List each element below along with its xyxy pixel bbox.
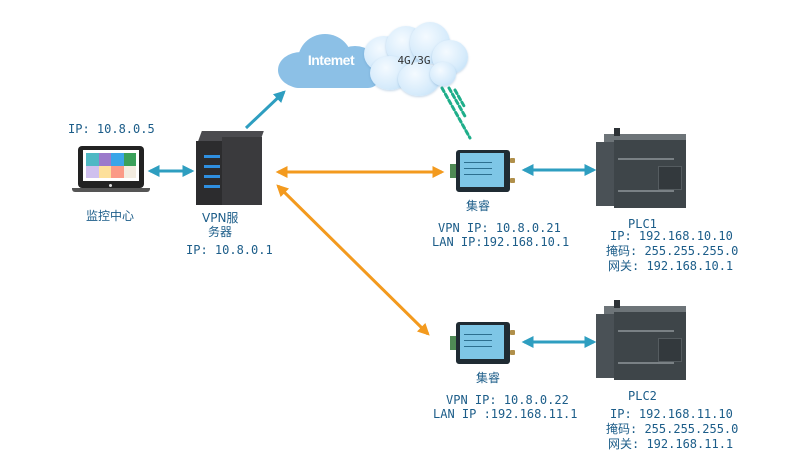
mobile-network-cloud-icon — [364, 22, 468, 96]
screen-tile — [98, 153, 111, 166]
link-server-gateway2 — [276, 184, 430, 336]
vpn-server-ip-label: IP: 10.8.0.1 — [186, 243, 273, 257]
plc1-name: PLC1 — [628, 217, 657, 231]
plc2-gateway: 网关: 192.168.11.1 — [608, 437, 734, 451]
plc-icon — [596, 300, 688, 382]
server-icon — [196, 131, 264, 205]
gateway-router-icon — [450, 148, 515, 192]
screen-tile — [123, 153, 136, 166]
link-server-internet — [244, 90, 286, 130]
screen-tile — [111, 165, 124, 178]
plc2-mask: 掩码: 255.255.255.0 — [606, 422, 739, 436]
vpn-server-name-line2: 务器 — [208, 225, 233, 239]
monitor-center-name: 监控中心 — [86, 209, 135, 223]
screen-tile — [123, 165, 136, 178]
internet-label: Intemet — [307, 52, 355, 68]
screen-tile — [98, 165, 111, 178]
gateway1-name: 集睿 — [466, 199, 491, 213]
plc-icon — [596, 128, 688, 210]
screen-tile — [111, 153, 124, 166]
plc1-mask: 掩码: 255.255.255.0 — [606, 244, 739, 258]
wireless-signal-link — [440, 86, 472, 140]
mobile-network-label: 4G/3G — [397, 54, 431, 67]
screen-tile — [86, 153, 99, 166]
gateway1-vpn-ip: VPN IP: 10.8.0.21 — [438, 221, 561, 235]
gateway2-name: 集睿 — [476, 371, 501, 385]
vpn-server-name-line1: VPN服 — [202, 211, 239, 225]
gateway1-lan-ip: LAN IP:192.168.10.1 — [432, 235, 570, 249]
monitor-ip-label: IP: 10.8.0.5 — [68, 122, 155, 136]
gateway2-vpn-ip: VPN IP: 10.8.0.22 — [446, 393, 569, 407]
plc1-ip: IP: 192.168.10.10 — [610, 229, 733, 243]
plc2-name: PLC2 — [628, 389, 657, 403]
plc1-gateway: 网关: 192.168.10.1 — [608, 259, 734, 273]
gateway2-lan-ip: LAN IP :192.168.11.1 — [433, 407, 578, 421]
gateway-router-icon — [450, 320, 515, 364]
screen-tile — [86, 165, 99, 178]
plc2-ip: IP: 192.168.11.10 — [610, 407, 733, 421]
